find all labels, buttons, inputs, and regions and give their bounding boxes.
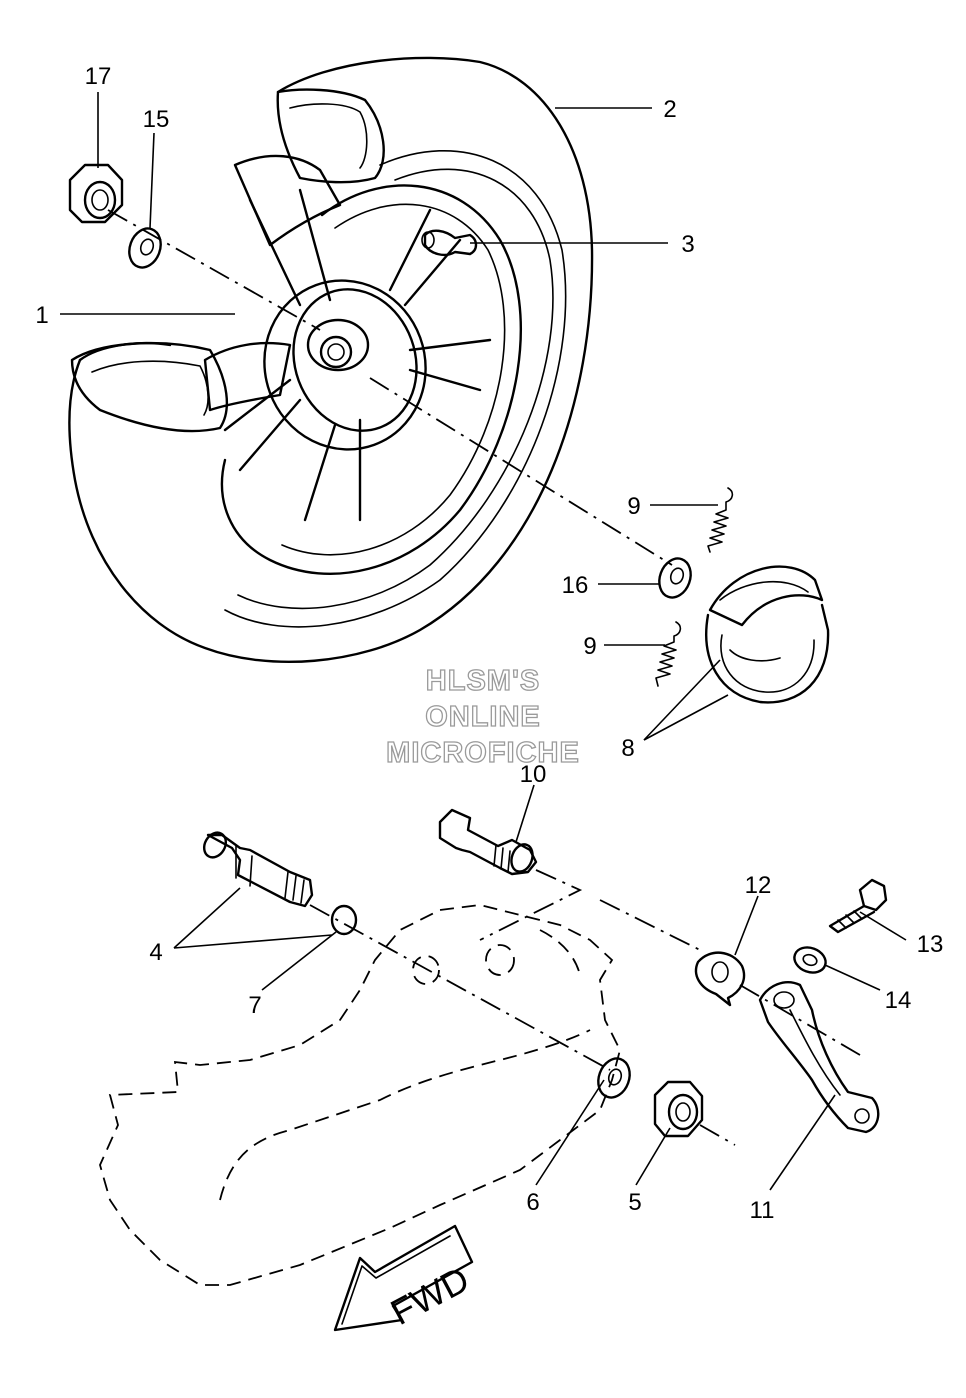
callout-5: 5 [628, 1189, 641, 1216]
spring-9-upper [707, 487, 734, 553]
axle-centerline [107, 209, 673, 566]
camshaft-centerline [479, 869, 861, 1056]
rear-wheel [68, 56, 594, 664]
callout-3: 3 [681, 231, 694, 258]
spring-9-lower [655, 621, 682, 687]
transmission-case-outline [99, 904, 621, 1286]
callout-12: 12 [745, 872, 772, 899]
axle-lower-centerline [309, 904, 736, 1146]
callout-labels: 17 15 2 3 1 9 16 9 8 10 12 13 4 14 7 6 5… [35, 63, 943, 1224]
watermark-line-2: ONLINE [425, 701, 541, 733]
callout-8: 8 [621, 735, 634, 762]
callout-4: 4 [149, 939, 162, 966]
callout-13: 13 [917, 931, 944, 958]
callout-9-lower: 9 [583, 633, 596, 660]
washer-14 [793, 946, 827, 974]
callout-6: 6 [526, 1189, 539, 1216]
callout-11: 11 [750, 1197, 775, 1224]
brake-shoes-8 [705, 565, 830, 704]
axle-4 [202, 831, 314, 908]
callout-14: 14 [885, 987, 912, 1014]
brake-camshaft-10 [438, 808, 538, 876]
callout-16: 16 [562, 572, 589, 599]
washer-15 [128, 227, 162, 269]
nut-5 [653, 1080, 704, 1138]
callout-17: 17 [85, 63, 112, 90]
indicator-plate-12 [694, 951, 746, 1007]
o-ring-7 [330, 904, 358, 936]
bolt-13 [828, 878, 888, 934]
callout-2: 2 [663, 96, 676, 123]
callout-15: 15 [143, 106, 170, 133]
watermark-line-1: HLSM'S [426, 665, 540, 697]
watermark: HLSM'S ONLINE MICROFICHE [386, 664, 580, 769]
callout-1: 1 [35, 302, 48, 329]
brake-arm-11 [758, 981, 880, 1134]
washer-6 [597, 1057, 631, 1099]
callout-10: 10 [520, 761, 547, 788]
fwd-label: FWD [384, 1258, 476, 1333]
washer-16 [658, 557, 692, 599]
callout-7: 7 [248, 992, 261, 1019]
callout-9-upper: 9 [627, 493, 640, 520]
axle-nut-17 [68, 163, 124, 224]
watermark-line-3: MICROFICHE [386, 737, 580, 769]
leader-lines [60, 92, 907, 1191]
